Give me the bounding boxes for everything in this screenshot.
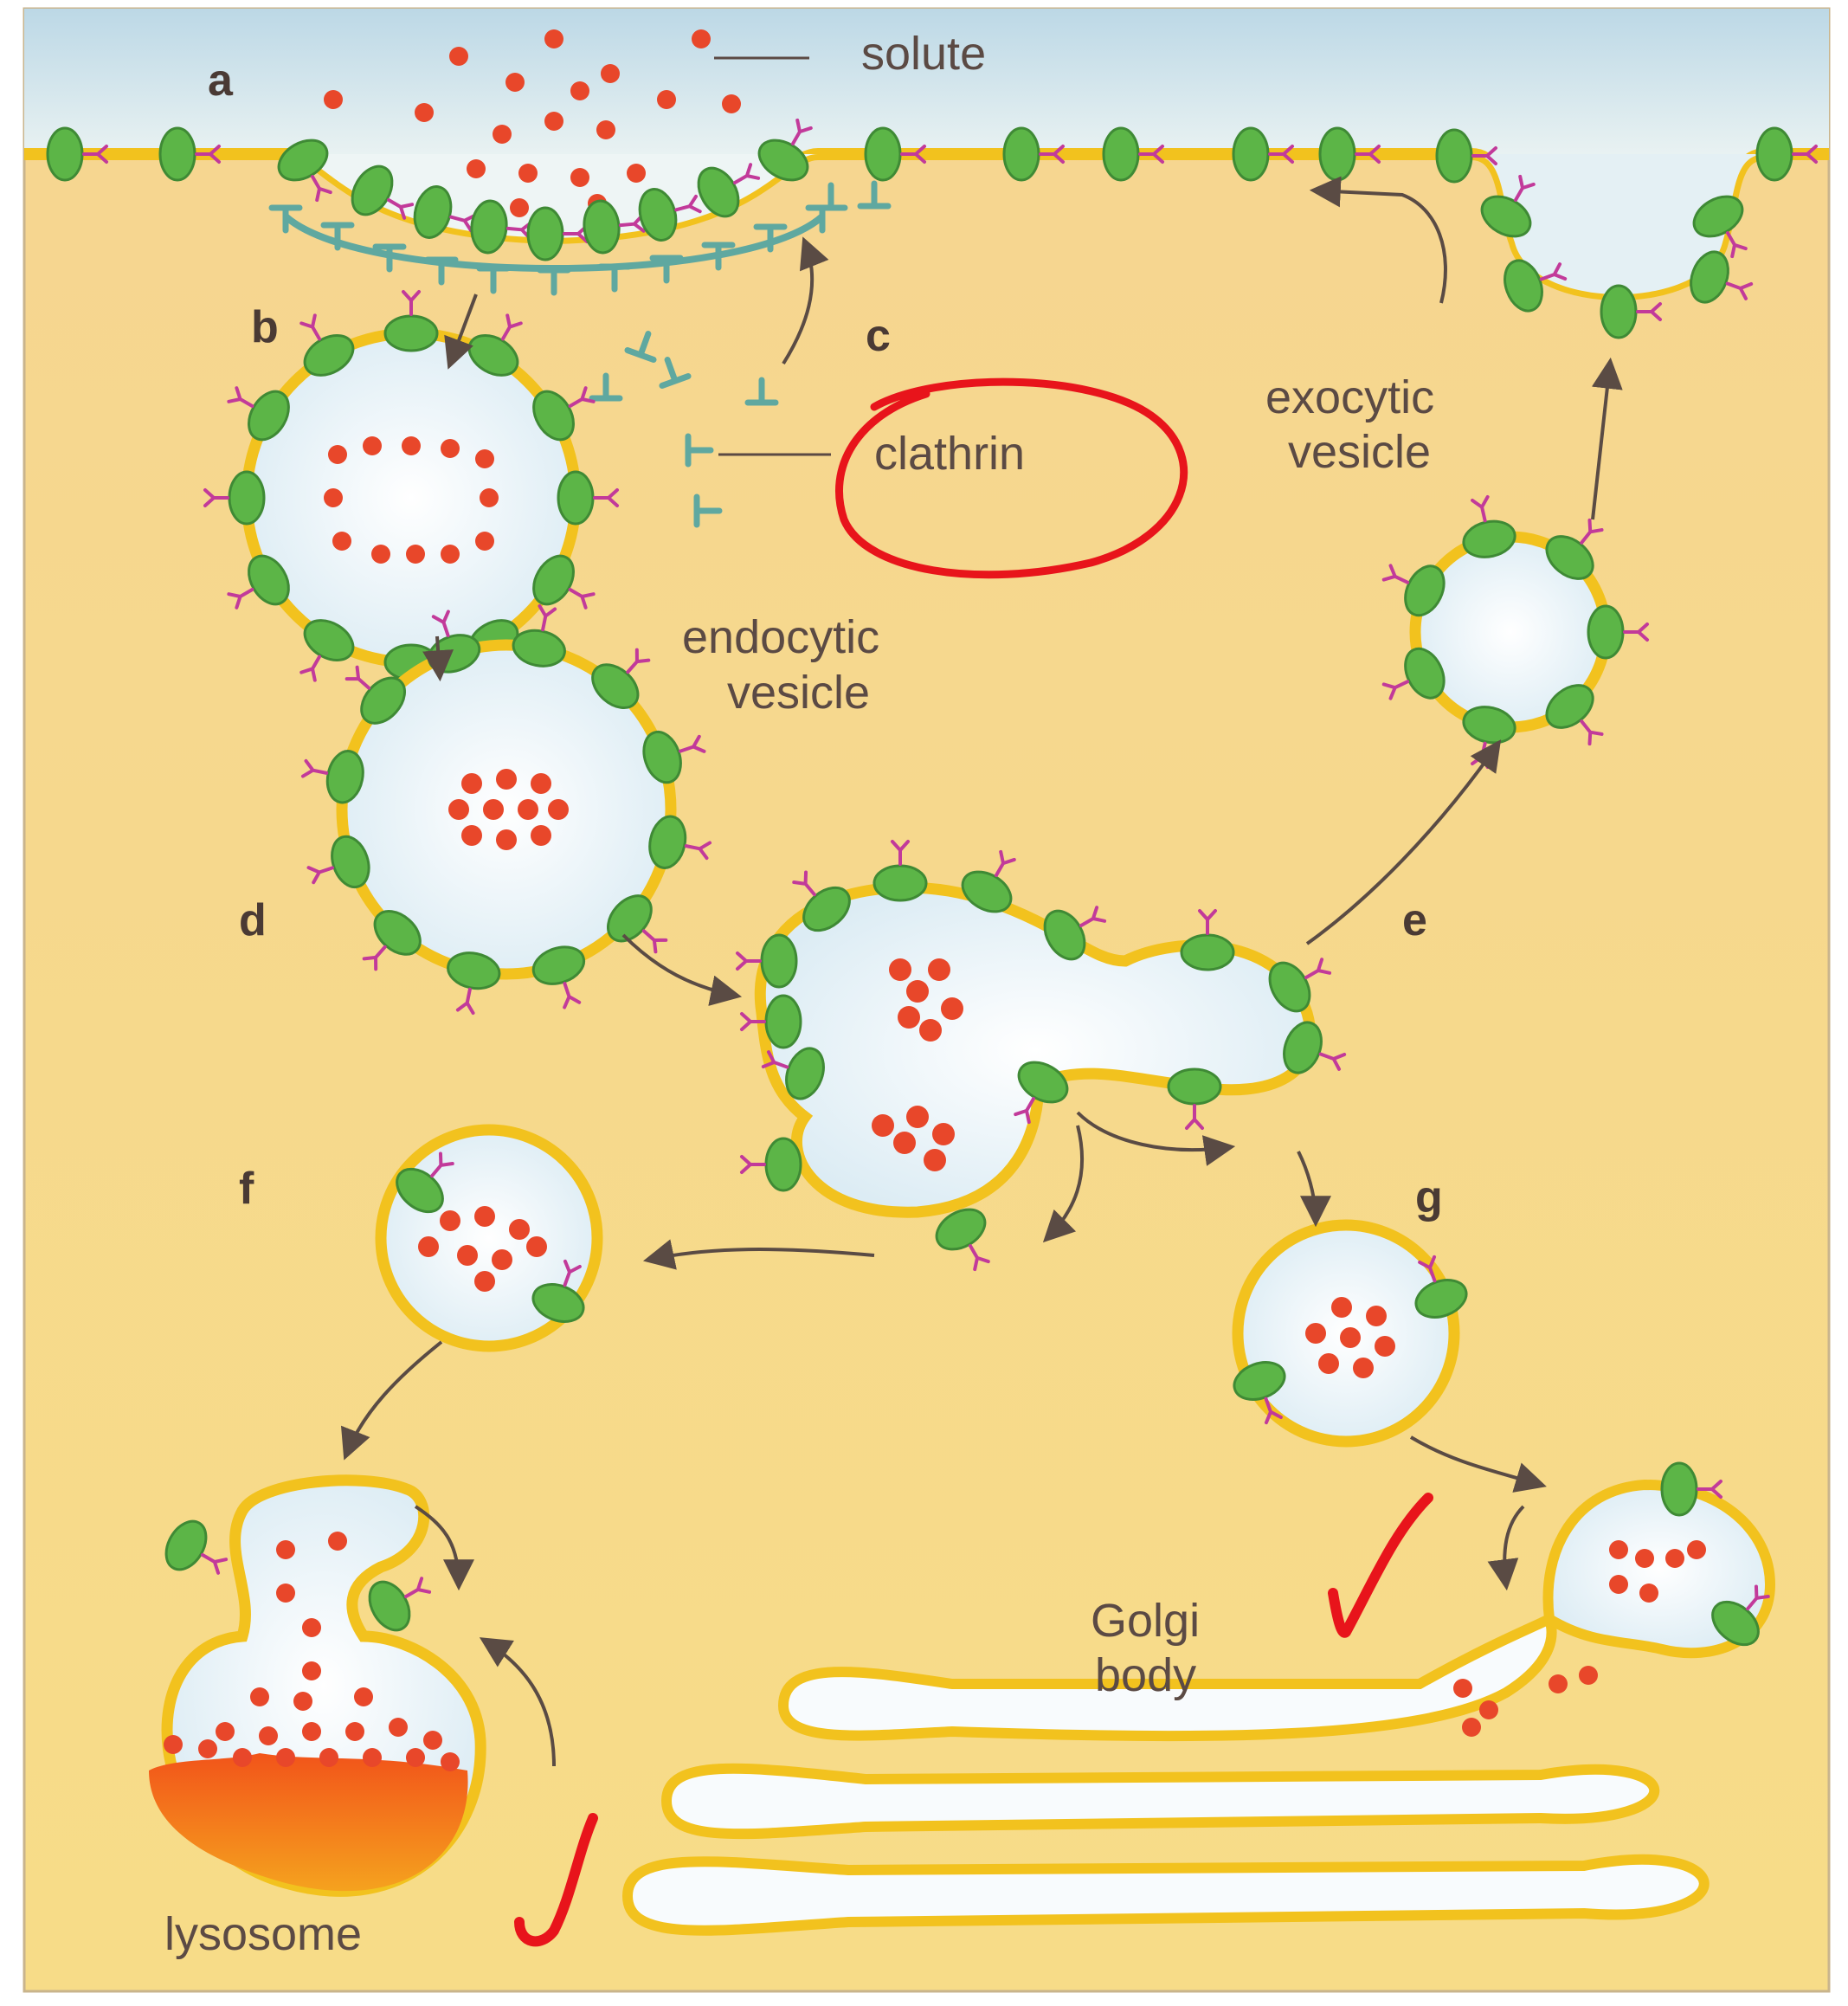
step-letter-g: g xyxy=(1415,1172,1443,1222)
golgi-label-line2: body xyxy=(1095,1649,1196,1701)
lysosome-checkmark-icon xyxy=(519,1818,593,1941)
step-letter-c: c xyxy=(866,311,891,361)
step-letter-f: f xyxy=(239,1164,254,1214)
step-letter-d: d xyxy=(239,895,267,945)
step-letter-b: b xyxy=(251,302,279,352)
lysosome-label: lysosome xyxy=(164,1908,362,1960)
endocytic-vesicle-label-line2: vesicle xyxy=(727,667,870,719)
clathrin-label: clathrin xyxy=(874,428,1025,480)
step-letter-e: e xyxy=(1402,895,1427,945)
endocytic-vesicle-label-line1: endocytic xyxy=(682,611,879,663)
exocytic-vesicle-label-line1: exocytic xyxy=(1265,371,1434,423)
solute-label: solute xyxy=(861,28,986,80)
golgi-label-line1: Golgi xyxy=(1091,1595,1200,1647)
golgi-checkmark-icon xyxy=(1333,1498,1428,1633)
step-letter-a: a xyxy=(208,55,234,106)
exocytic-vesicle-label-line2: vesicle xyxy=(1288,426,1431,478)
